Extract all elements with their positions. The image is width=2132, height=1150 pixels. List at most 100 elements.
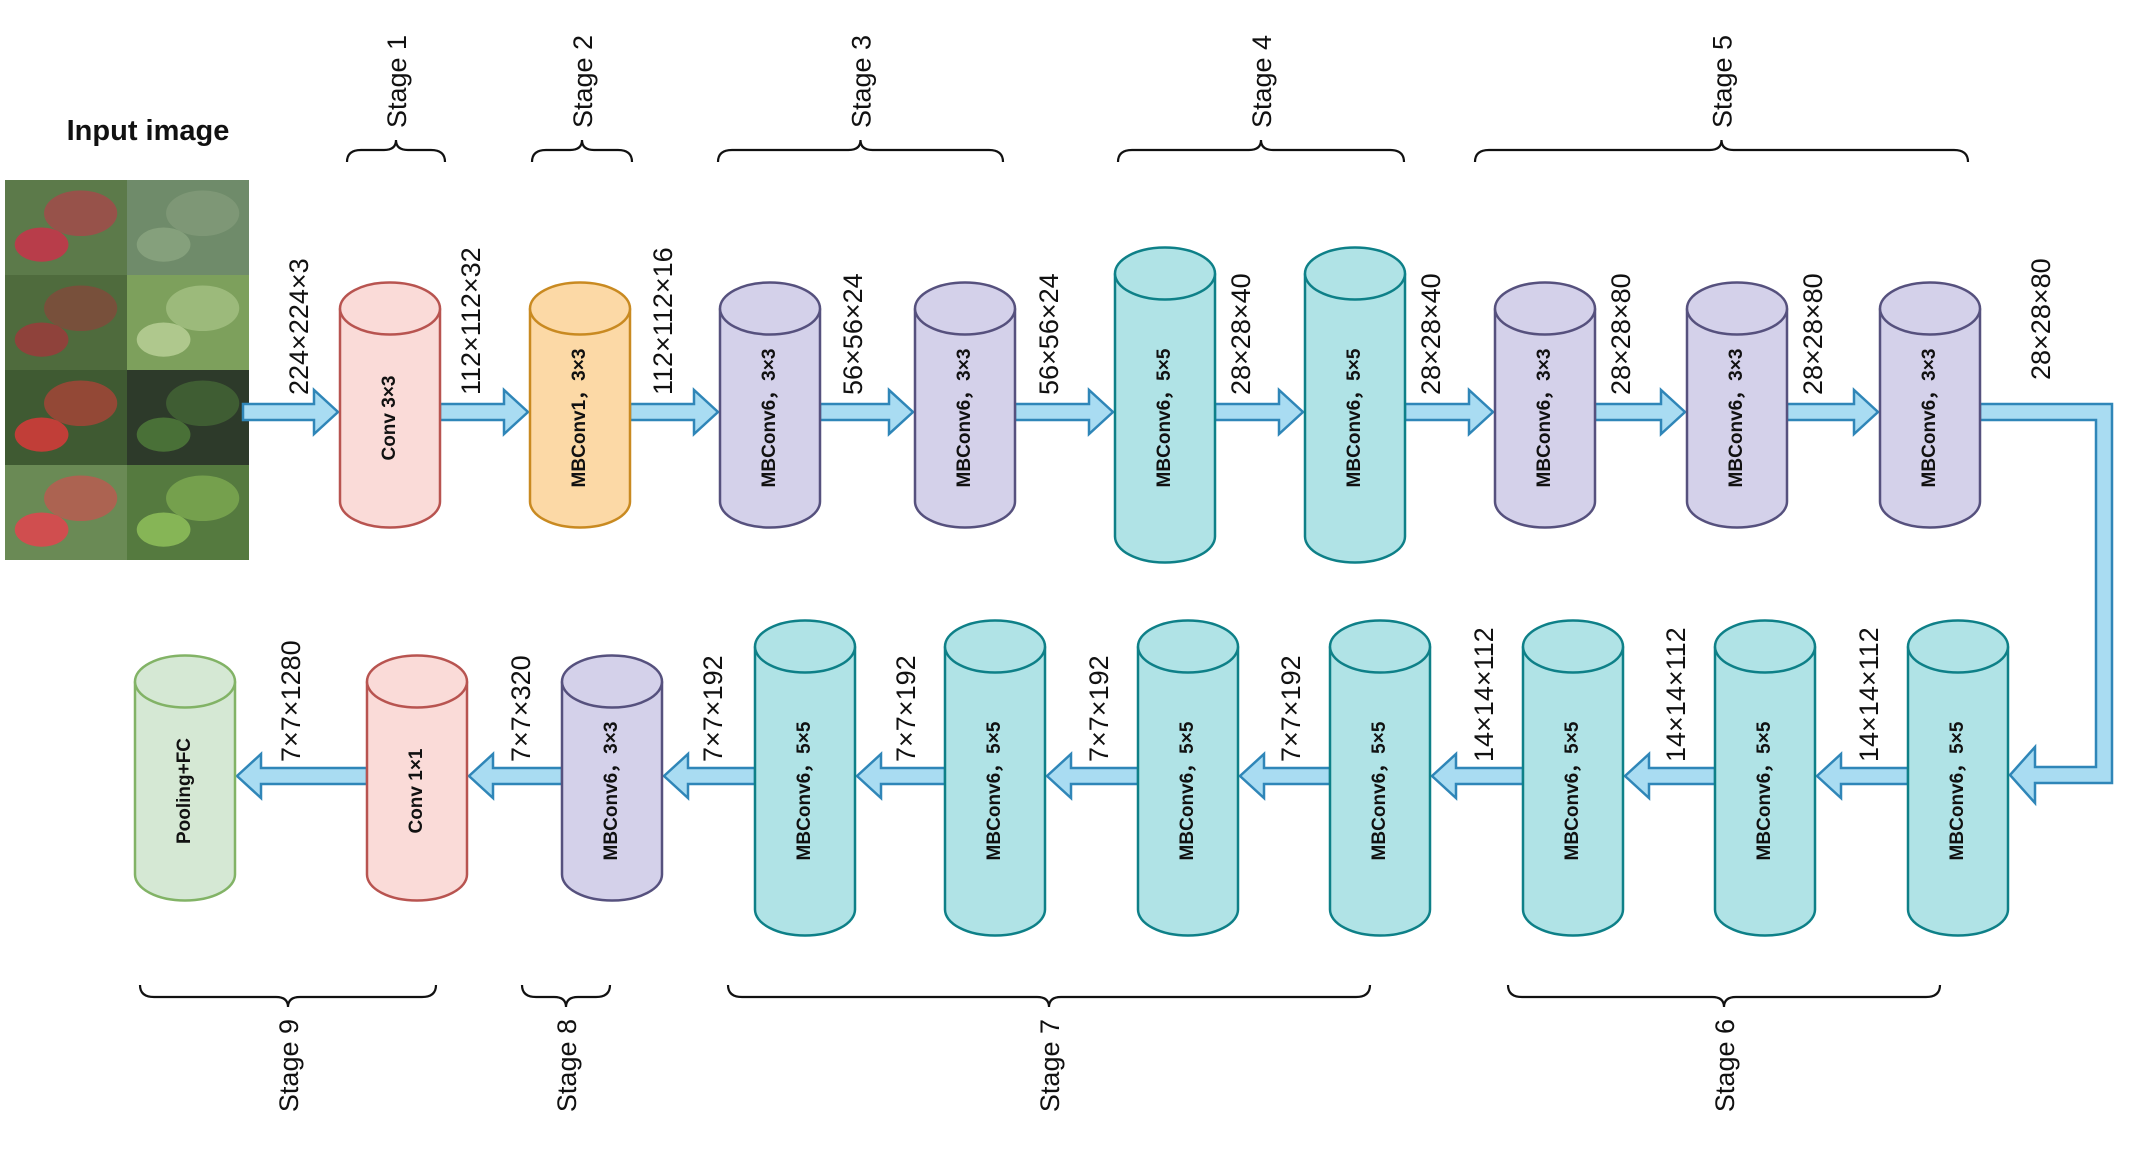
layer-block-label: Conv 3×3 bbox=[379, 375, 400, 460]
layer-block-mbconv-5x5: MBConv6，5×5 bbox=[1113, 246, 1217, 564]
stage-brace: Stage 7 bbox=[726, 984, 1372, 1112]
layer-block-label: MBConv6，5×5 bbox=[1754, 721, 1775, 860]
layer-block-label: MBConv1，3×3 bbox=[569, 349, 590, 488]
layer-block-label: MBConv6，3×3 bbox=[954, 349, 975, 488]
layer-block-label: MBConv6，5×5 bbox=[1344, 348, 1365, 487]
layer-block-label: Pooling+FC bbox=[174, 738, 195, 844]
layer-block-mbconv-5x5: MBConv6，5×5 bbox=[1328, 619, 1432, 937]
flow-arrow bbox=[1013, 387, 1115, 437]
input-image-tile bbox=[5, 370, 127, 465]
tensor-shape-label: 7×7×192 bbox=[698, 655, 728, 762]
tensor-shape-label: 112×112×32 bbox=[456, 247, 486, 395]
layer-block-label: MBConv6，3×3 bbox=[1726, 349, 1747, 488]
input-image-tile bbox=[5, 275, 127, 370]
flow-arrow bbox=[438, 387, 530, 437]
tensor-shape-label: 224×224×3 bbox=[284, 258, 314, 395]
stage-label: Stage 4 bbox=[1247, 35, 1277, 128]
flow-arrow bbox=[1403, 387, 1495, 437]
tensor-shape-label: 14×14×112 bbox=[1469, 627, 1499, 762]
tensor-shape-label: 7×7×192 bbox=[1084, 655, 1114, 762]
layer-block-mbconv-5x5: MBConv6，5×5 bbox=[1303, 246, 1407, 564]
tensor-shape-label: 7×7×192 bbox=[891, 655, 921, 762]
stage-brace: Stage 4 bbox=[1116, 35, 1406, 163]
flow-arrow bbox=[1593, 387, 1687, 437]
layer-block-mbconv-5x5: MBConv6，5×5 bbox=[943, 619, 1047, 937]
tensor-shape-label: 7×7×192 bbox=[1276, 655, 1306, 762]
flow-arrow bbox=[235, 751, 369, 801]
flow-arrow bbox=[628, 387, 720, 437]
tensor-shape-label: 112×112×16 bbox=[648, 247, 678, 395]
layer-block-mbconv-3x3: MBConv6，3×3 bbox=[718, 281, 822, 529]
flow-arrow bbox=[1213, 387, 1305, 437]
input-image bbox=[5, 180, 249, 560]
layer-block-label: MBConv6，5×5 bbox=[794, 721, 815, 860]
stage-label: Stage 1 bbox=[382, 35, 412, 128]
arrows-layer bbox=[235, 387, 2114, 807]
flow-arrow bbox=[1238, 751, 1332, 801]
stage-label: Stage 8 bbox=[552, 1019, 582, 1112]
stage-label: Stage 3 bbox=[847, 35, 877, 128]
stage-brace: Stage 2 bbox=[530, 35, 634, 163]
stage-brace: Stage 8 bbox=[520, 984, 612, 1112]
flow-arrow bbox=[855, 751, 947, 801]
tensor-shape-label: 14×14×112 bbox=[1661, 627, 1691, 762]
tensor-shape-label: 14×14×112 bbox=[1854, 627, 1884, 762]
stage-label: Stage 7 bbox=[1035, 1019, 1065, 1112]
layer-block-mbconv-5x5: MBConv6，5×5 bbox=[1521, 619, 1625, 937]
layer-block-mbconv-5x5: MBConv6，5×5 bbox=[1136, 619, 1240, 937]
flow-arrow bbox=[1430, 751, 1525, 801]
layer-block-mbconv-3x3: MBConv6，3×3 bbox=[913, 281, 1017, 529]
flow-arrow bbox=[241, 387, 340, 437]
stage-brace: Stage 5 bbox=[1473, 35, 1970, 163]
layer-block-mbconv-3x3: MBConv6，3×3 bbox=[1685, 281, 1789, 529]
layer-block-label: MBConv6，3×3 bbox=[1919, 349, 1940, 488]
tensor-shape-label: 28×28×80 bbox=[1606, 273, 1636, 395]
input-image-tile bbox=[5, 465, 127, 560]
layer-block-label: MBConv6，5×5 bbox=[1947, 721, 1968, 860]
stage-brace: Stage 1 bbox=[345, 35, 447, 163]
layer-block-label: MBConv6，5×5 bbox=[1369, 721, 1390, 860]
input-image-tile bbox=[127, 275, 249, 370]
layer-block-mbconv-5x5: MBConv6，5×5 bbox=[753, 619, 857, 937]
stage-label: Stage 5 bbox=[1708, 35, 1738, 128]
stage-brace: Stage 9 bbox=[138, 984, 438, 1112]
stage-label: Stage 2 bbox=[568, 35, 598, 128]
input-image-title: Input image bbox=[67, 115, 230, 147]
flow-arrow bbox=[1623, 751, 1717, 801]
tensor-shape-label: 56×56×24 bbox=[1034, 273, 1064, 395]
layer-block-label: MBConv6，3×3 bbox=[1534, 349, 1555, 488]
layer-block-mbconv-3x3: MBConv6，3×3 bbox=[1493, 281, 1597, 529]
layer-block-label: MBConv6，3×3 bbox=[759, 349, 780, 488]
turn-arrow bbox=[1978, 402, 2114, 807]
layer-block-conv: Conv 3×3 bbox=[338, 281, 442, 529]
stage-brace: Stage 3 bbox=[716, 35, 1005, 163]
stage-brace: Stage 6 bbox=[1506, 984, 1942, 1112]
layer-block-mbconv1: MBConv1，3×3 bbox=[528, 281, 632, 529]
input-image-tile bbox=[5, 180, 127, 275]
tensor-shape-label: 28×28×80 bbox=[1798, 273, 1828, 395]
layer-block-label: MBConv6，5×5 bbox=[1177, 721, 1198, 860]
dimension-labels: 224×224×3 112×112×32 112×112×16 56×56×24 56×… bbox=[276, 247, 2056, 762]
input-image-tile bbox=[127, 180, 249, 275]
layer-block-mbconv-5x5: MBConv6，5×5 bbox=[1906, 619, 2010, 937]
stage-braces: Stage 1 Stage 2 Stage 3 Stage 4 Stage 5 Stage… bbox=[138, 35, 1970, 1112]
layer-block-pooling: Pooling+FC bbox=[133, 654, 237, 902]
flow-arrow bbox=[1815, 751, 1910, 801]
flow-arrow bbox=[467, 751, 564, 801]
layer-block-conv: Conv 1×1 bbox=[365, 654, 469, 902]
tensor-shape-label: 28×28×80 bbox=[2026, 258, 2056, 380]
flow-arrow bbox=[1785, 387, 1880, 437]
tensor-shape-label: 28×28×40 bbox=[1226, 273, 1256, 395]
stage-label: Stage 9 bbox=[274, 1019, 304, 1112]
layer-block-mbconv-3x3: MBConv6，3×3 bbox=[560, 654, 664, 902]
tensor-shape-label: 7×7×1280 bbox=[276, 640, 306, 762]
layer-block-label: MBConv6，5×5 bbox=[1154, 348, 1175, 487]
layer-block-label: MBConv6，3×3 bbox=[601, 722, 622, 861]
tensor-shape-label: 28×28×40 bbox=[1416, 273, 1446, 395]
layer-block-label: MBConv6，5×5 bbox=[1562, 721, 1583, 860]
tensor-shape-label: 56×56×24 bbox=[838, 273, 868, 395]
layer-block-mbconv-3x3: MBConv6，3×3 bbox=[1878, 281, 1982, 529]
input-image-tile bbox=[127, 465, 249, 560]
